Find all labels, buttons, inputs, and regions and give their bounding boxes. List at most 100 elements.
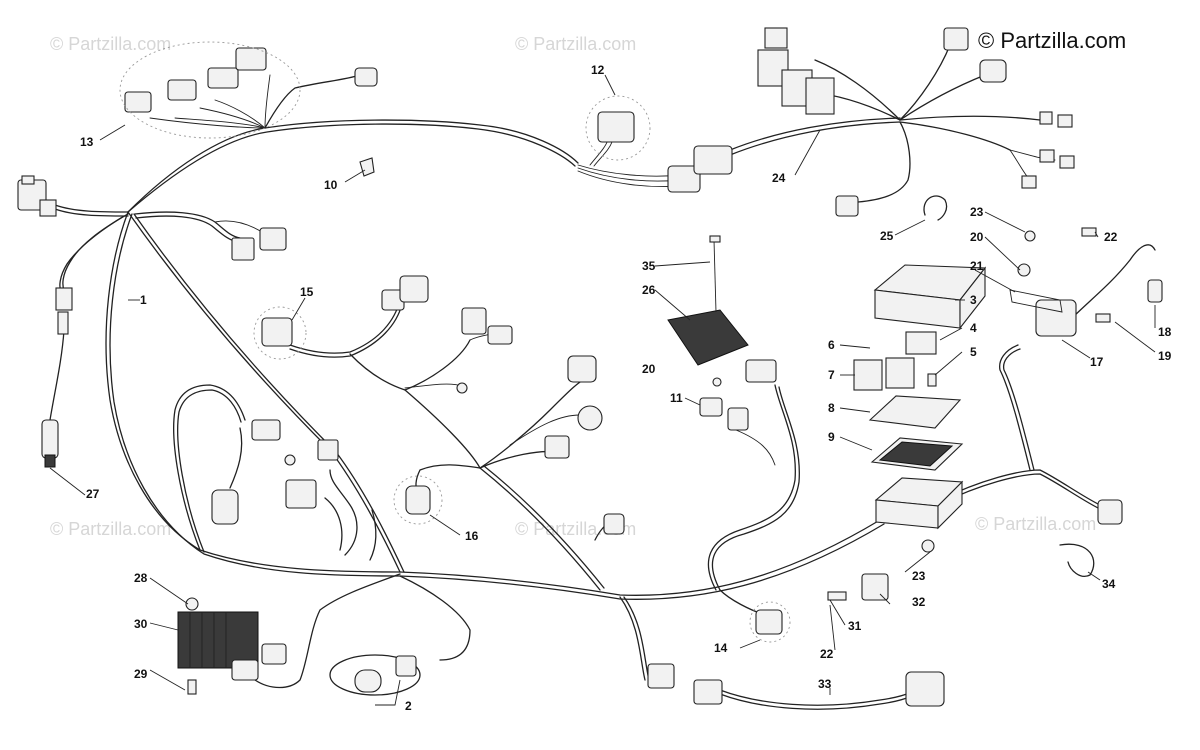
- seal-inner: [878, 441, 954, 467]
- bolt: [187, 679, 197, 695]
- callout-group-outline: [393, 475, 443, 525]
- connector: [285, 479, 317, 509]
- callout-31: 31: [848, 619, 862, 633]
- brand-label: © Partzilla.com: [978, 28, 1126, 53]
- connector: [693, 679, 723, 705]
- clamp: [1059, 543, 1095, 577]
- connector: [405, 485, 431, 515]
- gasket: [868, 395, 962, 429]
- connector: [399, 275, 429, 303]
- watermark: © Partzilla.com: [975, 514, 1096, 534]
- connector: [57, 311, 69, 335]
- screw: [827, 591, 847, 601]
- connector: [943, 27, 969, 51]
- bolt-head: [709, 235, 721, 243]
- callout-12: 12: [591, 63, 605, 77]
- callout-5: 5: [970, 345, 977, 359]
- connector: [55, 287, 73, 311]
- fuse-box: [937, 480, 963, 530]
- connector: [395, 655, 417, 677]
- connector: [1097, 499, 1123, 525]
- connector: [647, 663, 675, 689]
- callout-33: 33: [818, 677, 832, 691]
- connectors: [17, 27, 1163, 707]
- callout-23: 23: [970, 205, 984, 219]
- regulator-fins: [189, 612, 227, 668]
- callout-3: 3: [970, 293, 977, 307]
- callout-8: 8: [828, 401, 835, 415]
- connector: [597, 111, 635, 143]
- terminal: [1039, 111, 1053, 125]
- relay: [905, 331, 937, 355]
- callout-group-outline: [585, 95, 651, 161]
- voltage-regulator: [177, 611, 259, 669]
- nut: [1024, 230, 1036, 242]
- callout-7: 7: [828, 368, 835, 382]
- callout-6: 6: [828, 338, 835, 352]
- connector: [461, 307, 487, 335]
- callout-26: 26: [642, 283, 656, 297]
- clamp: [923, 195, 948, 221]
- callout-16: 16: [465, 529, 479, 543]
- callout-group-outline: [329, 654, 421, 696]
- callout-22: 22: [820, 647, 834, 661]
- connector: [567, 355, 597, 383]
- terminal: [1059, 155, 1075, 169]
- bolt: [713, 239, 717, 313]
- fuse-box-cover: [959, 266, 986, 330]
- connector: [727, 407, 749, 431]
- screw: [1095, 313, 1111, 323]
- bracket: [861, 573, 889, 601]
- callout-19: 19: [1158, 349, 1172, 363]
- watermark: © Partzilla.com: [50, 34, 171, 54]
- watermark: © Partzilla.com: [50, 519, 171, 539]
- connector: [259, 227, 287, 251]
- callout-group-outline: [253, 306, 307, 360]
- callout-20: 20: [642, 362, 656, 376]
- callout-34: 34: [1102, 577, 1116, 591]
- leader-lines: [49, 74, 1156, 706]
- clip: [359, 157, 375, 177]
- connector: [354, 669, 382, 693]
- nut: [921, 539, 935, 553]
- connector: [261, 643, 287, 665]
- nut: [185, 597, 199, 611]
- relay: [853, 359, 883, 391]
- nut: [1017, 263, 1031, 277]
- connector: [231, 237, 255, 261]
- connector: [39, 199, 57, 217]
- connector: [207, 67, 239, 89]
- connector: [251, 419, 281, 441]
- callout-21: 21: [970, 259, 984, 273]
- connector: [667, 165, 701, 193]
- relay: [885, 357, 915, 389]
- relay-block: [764, 27, 788, 49]
- connector: [693, 145, 733, 175]
- connector: [261, 317, 293, 347]
- watermark: © Partzilla.com: [515, 34, 636, 54]
- callout-29: 29: [134, 667, 148, 681]
- callout-28: 28: [134, 571, 148, 585]
- callout-2: 2: [405, 699, 412, 713]
- connector: [577, 405, 603, 431]
- callout-27: 27: [86, 487, 100, 501]
- callout-group-outline: [749, 601, 791, 643]
- callout-15: 15: [300, 285, 314, 299]
- screw: [1081, 227, 1097, 237]
- cap: [1147, 279, 1163, 303]
- callout-14: 14: [714, 641, 728, 655]
- accessory-outlet: [1035, 299, 1077, 337]
- bracket: [1009, 289, 1063, 313]
- connector: [354, 67, 378, 87]
- callout-4: 4: [970, 321, 977, 335]
- callout-18: 18: [1158, 325, 1172, 339]
- callout-9: 9: [828, 430, 835, 444]
- connector: [979, 59, 1007, 83]
- connector: [544, 435, 570, 459]
- callout-23: 23: [912, 569, 926, 583]
- connector: [167, 79, 197, 101]
- ring-terminal: [456, 382, 468, 394]
- connector: [755, 609, 783, 635]
- connector: [905, 671, 945, 707]
